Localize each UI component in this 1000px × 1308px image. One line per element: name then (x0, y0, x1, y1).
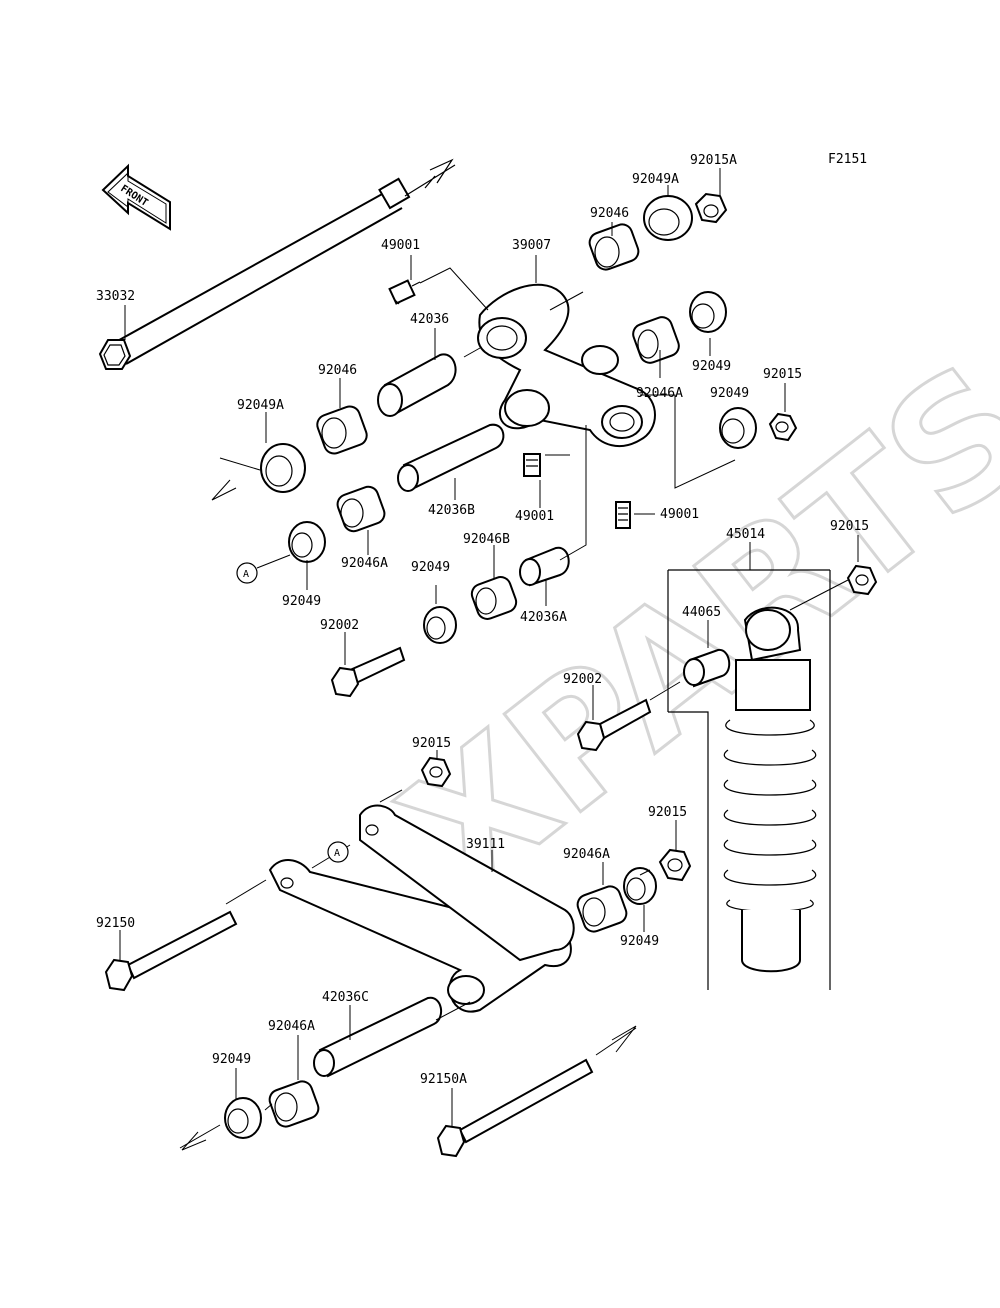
sleeve-42036B (397, 423, 505, 492)
part-label: 92015 (763, 367, 802, 382)
part-label: 92046A (341, 556, 388, 571)
part-label: 39111 (466, 837, 505, 852)
collar-92049-lower (623, 867, 657, 905)
grease-fitting-49001-b (523, 453, 541, 477)
nut-92015-link (420, 756, 452, 788)
sleeve-42036C (313, 996, 443, 1078)
part-label: 92049 (692, 359, 731, 374)
bolt-92150 (104, 910, 238, 992)
part-label: 33032 (96, 289, 135, 304)
svg-text:A: A (243, 569, 249, 580)
part-label: 92049 (212, 1052, 251, 1067)
collar-92049A-left (260, 443, 306, 493)
part-label: 49001 (381, 238, 420, 253)
sleeve-42036 (377, 353, 457, 417)
part-label: 42036 (410, 312, 449, 327)
part-label: 42036A (520, 610, 567, 625)
bearing-92046-left (316, 405, 368, 455)
collar-92049-bottom (224, 1097, 262, 1139)
svg-text:A: A (334, 848, 340, 859)
grease-fitting-49001-a (388, 279, 421, 305)
leader-lines (119, 168, 859, 1151)
nut-92015-shock (846, 564, 878, 596)
part-label: 92002 (563, 672, 602, 687)
bolt-92002-left (330, 646, 406, 698)
tie-rod-39111 (268, 804, 575, 1013)
part-label: 92049 (282, 594, 321, 609)
bearing-92046A-bottom (268, 1080, 320, 1128)
part-label: 92150 (96, 916, 135, 931)
bearing-92046B (470, 576, 518, 620)
nut-92015-lower (658, 848, 692, 882)
part-label: 92049 (620, 934, 659, 949)
part-label: 92002 (320, 618, 359, 633)
part-label: 92046A (636, 386, 683, 401)
part-label: 92046 (318, 363, 357, 378)
part-label: 92150A (420, 1072, 467, 1087)
part-label: 92015A (690, 153, 737, 168)
nut-92015-right (768, 412, 798, 442)
part-label: 42036B (428, 503, 475, 518)
part-labels: 33032 49001 39007 92046 92049A 92015A 42… (96, 153, 869, 1087)
part-label: 42036C (322, 990, 369, 1005)
collar-92049-right2 (719, 407, 757, 449)
ref-marker-a-2: A (327, 841, 349, 863)
shock-absorber-45014 (723, 606, 817, 973)
svg-text:XPARTS: XPARTS (368, 327, 1000, 934)
part-label: 92046A (268, 1019, 315, 1034)
front-arrow-icon: FRONT (101, 163, 171, 231)
bearing-92046A-right (632, 316, 680, 364)
nut-92015A (694, 192, 728, 224)
bearing-92046A-lower (576, 885, 628, 933)
grease-fitting-49001-c (615, 501, 631, 529)
ref-marker-a-1: A (236, 554, 291, 584)
watermark: XPARTS (367, 325, 1000, 935)
part-label: 45014 (726, 527, 765, 542)
part-label: 92049A (237, 398, 284, 413)
rocker-arm-39007 (477, 283, 656, 448)
sleeve-42036A (519, 546, 570, 587)
part-label: 92049 (710, 386, 749, 401)
part-label: 49001 (515, 509, 554, 524)
part-label: 92046A (563, 847, 610, 862)
shock-group-bracket (667, 569, 831, 990)
part-label: 92015 (830, 519, 869, 534)
part-label: 92015 (648, 805, 687, 820)
part-label: 92046B (463, 532, 510, 547)
collar-92049A-top (643, 195, 693, 241)
bolt-92002-right (576, 698, 652, 752)
bolt-92150A (436, 1058, 594, 1158)
bearing-92046A-left (336, 485, 386, 533)
part-label: 39007 (512, 238, 551, 253)
part-label: 92046 (590, 206, 629, 221)
collar-92049-mid (423, 606, 457, 644)
shaft-33032 (98, 158, 456, 370)
figure-code: F2151 (828, 152, 867, 167)
part-label: 92015 (412, 736, 451, 751)
bearing-92046-top (588, 223, 640, 271)
part-label: 44065 (682, 605, 721, 620)
collar-44065 (683, 648, 731, 688)
collar-92049-right (689, 291, 727, 333)
part-label: 92049A (632, 172, 679, 187)
part-label: 49001 (660, 507, 699, 522)
collar-92049-left (288, 521, 326, 563)
part-label: 92049 (411, 560, 450, 575)
